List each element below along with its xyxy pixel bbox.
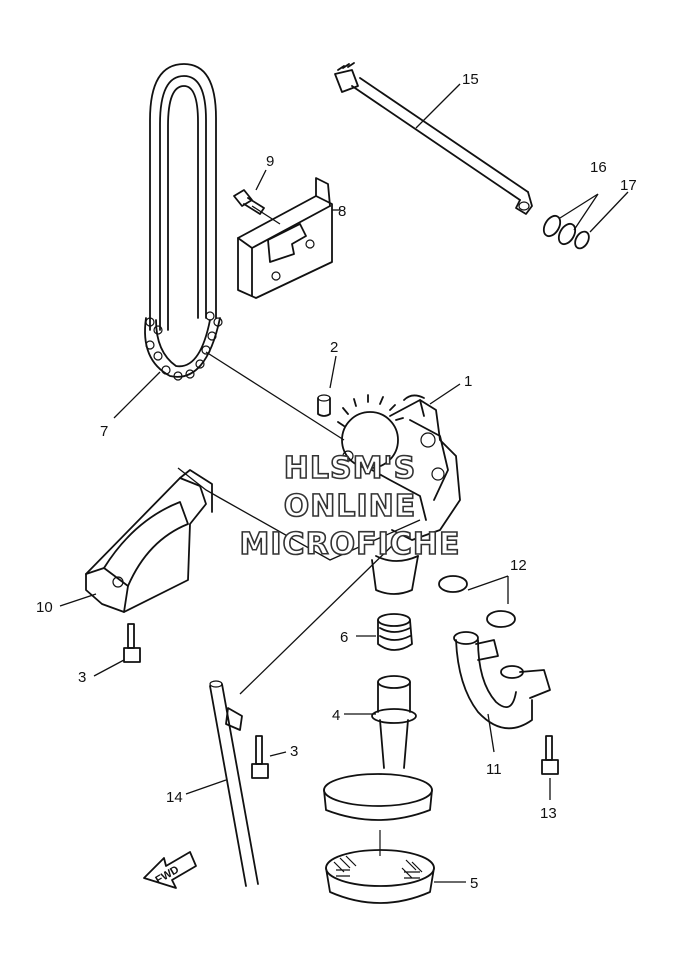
part-3-bolt-right	[251, 735, 269, 779]
fwd-label: FWD	[154, 864, 182, 887]
callout-8: 8	[338, 203, 346, 220]
callout-11: 11	[486, 761, 502, 778]
callout-16: 16	[590, 159, 607, 176]
callout-1: 1	[464, 373, 472, 390]
callout-12: 12	[510, 557, 527, 574]
watermark: HLSM'S ONLINE MICROFICHE	[239, 450, 461, 563]
part-9-bolt	[233, 189, 265, 215]
callout-3-right: 3	[290, 743, 298, 760]
callout-labels: 15 16 17 9 8 7 2 1 10 3 6 12 4 3 11 14 1…	[36, 71, 637, 892]
callout-9: 9	[266, 153, 274, 170]
part-8-chain-guide	[237, 177, 333, 299]
part-2-dowel-pin	[317, 394, 331, 417]
part-1-oil-pump	[337, 394, 461, 595]
callout-5: 5	[470, 875, 478, 892]
part-11-oil-pipe	[453, 631, 551, 730]
part-13-bolt	[541, 735, 559, 775]
part-15-dipstick	[334, 62, 533, 215]
callout-13: 13	[540, 805, 557, 822]
part-10-cap	[85, 469, 213, 613]
fwd-direction-arrow: FWD	[143, 851, 197, 889]
part-16-o-rings	[542, 214, 577, 246]
callout-14: 14	[166, 789, 183, 806]
part-7-chain	[144, 63, 223, 381]
watermark-line-1: HLSM'S	[284, 451, 416, 486]
watermark-line-3: MICROFICHE	[240, 527, 461, 562]
callout-4: 4	[332, 707, 340, 724]
callout-6: 6	[340, 629, 348, 646]
watermark-line-2: ONLINE	[284, 489, 417, 524]
part-6-sleeve	[377, 613, 413, 651]
callout-17: 17	[620, 177, 637, 194]
callout-10: 10	[36, 599, 53, 616]
assembly-lines	[177, 205, 421, 695]
callout-7: 7	[100, 423, 108, 440]
callout-3-left: 3	[78, 669, 86, 686]
part-5-screen	[325, 830, 435, 904]
callout-15: 15	[462, 71, 479, 88]
part-3-bolt-left	[123, 623, 141, 663]
part-14-rod	[209, 680, 259, 887]
leader-lines	[59, 83, 629, 883]
part-4-strainer	[323, 675, 433, 821]
part-17-o-ring	[574, 230, 590, 250]
part-12-o-rings	[438, 575, 516, 628]
callout-2: 2	[330, 339, 338, 356]
